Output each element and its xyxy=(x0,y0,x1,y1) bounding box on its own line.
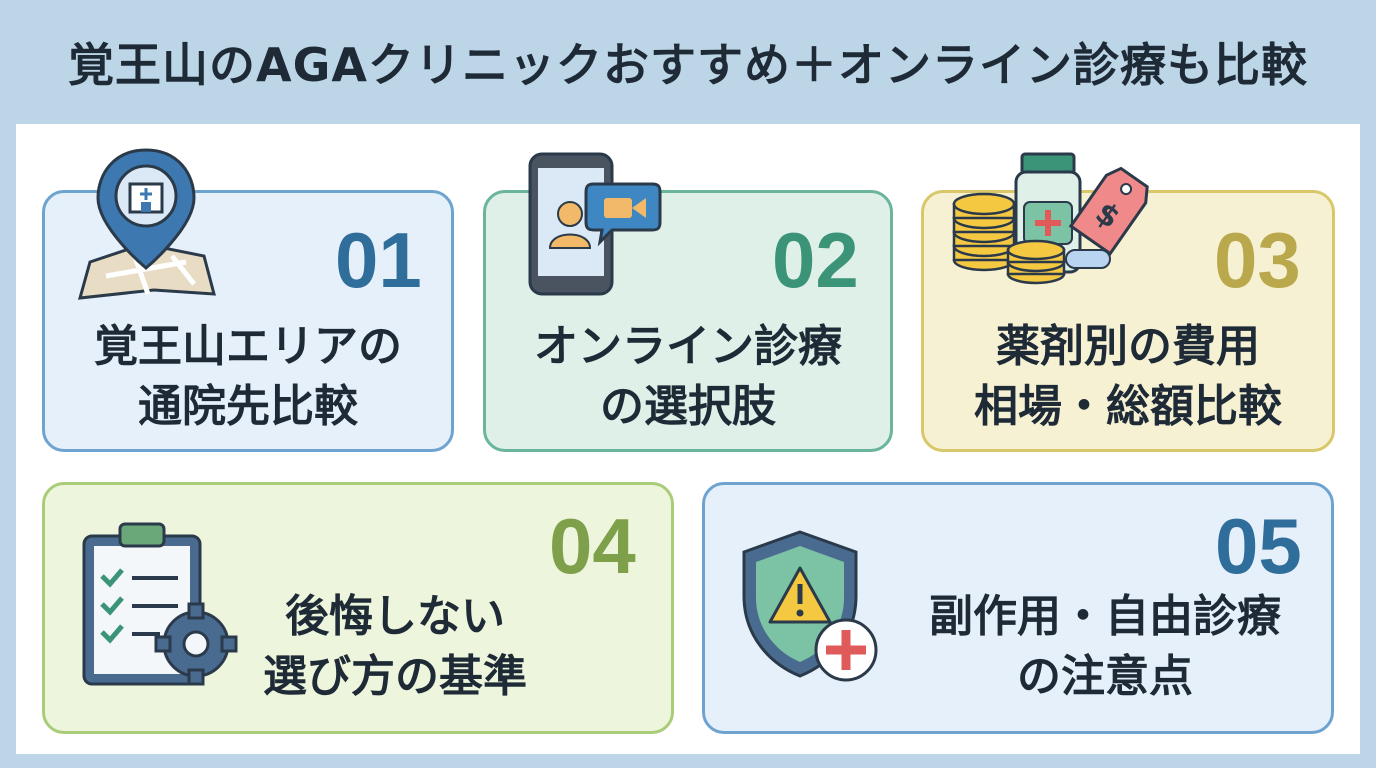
page-title: 覚王山のAGAクリニックおすすめ＋オンライン診療も比較 xyxy=(68,38,1308,92)
card-number: 03 xyxy=(1214,216,1301,304)
content-panel: 01 覚王山エリアの 通院先比較 02 オンライン診療 の選択肢 03 xyxy=(16,124,1360,754)
card-text: 薬剤別の費用 相場・総額比較 xyxy=(924,317,1332,437)
card-text: 後悔しない 選び方の基準 xyxy=(245,587,545,707)
card-01: 01 覚王山エリアの 通院先比較 xyxy=(42,190,454,452)
map-pin-clinic-icon xyxy=(77,148,216,300)
card-line2: 通院先比較 xyxy=(138,381,358,432)
card-line1: 後悔しない xyxy=(285,591,505,642)
card-text: オンライン診療 の選択肢 xyxy=(486,317,890,437)
card-line2: 選び方の基準 xyxy=(263,651,527,702)
checklist-gear-icon xyxy=(82,522,238,686)
card-line2: 相場・総額比較 xyxy=(974,381,1282,432)
card-text: 覚王山エリアの 通院先比較 xyxy=(45,317,451,437)
warning-shield-icon xyxy=(742,530,878,682)
card-number: 05 xyxy=(1215,502,1302,590)
card-line1: 副作用・自由診療 xyxy=(929,591,1281,642)
card-line1: 薬剤別の費用 xyxy=(996,321,1260,372)
card-number: 02 xyxy=(772,216,859,304)
card-line2: の選択肢 xyxy=(600,381,776,432)
smartphone-video-call-icon xyxy=(528,152,662,296)
card-text: 副作用・自由診療 の注意点 xyxy=(895,587,1315,707)
card-number: 01 xyxy=(335,216,422,304)
coins-medicine-price-tag-icon: $ xyxy=(952,152,1149,285)
card-number: 04 xyxy=(549,502,636,590)
card-line1: オンライン診療 xyxy=(534,321,842,372)
card-05: 05 副作用・自由診療 の注意点 xyxy=(702,482,1334,734)
card-line1: 覚王山エリアの xyxy=(94,321,402,372)
card-line2: の注意点 xyxy=(1017,651,1193,702)
